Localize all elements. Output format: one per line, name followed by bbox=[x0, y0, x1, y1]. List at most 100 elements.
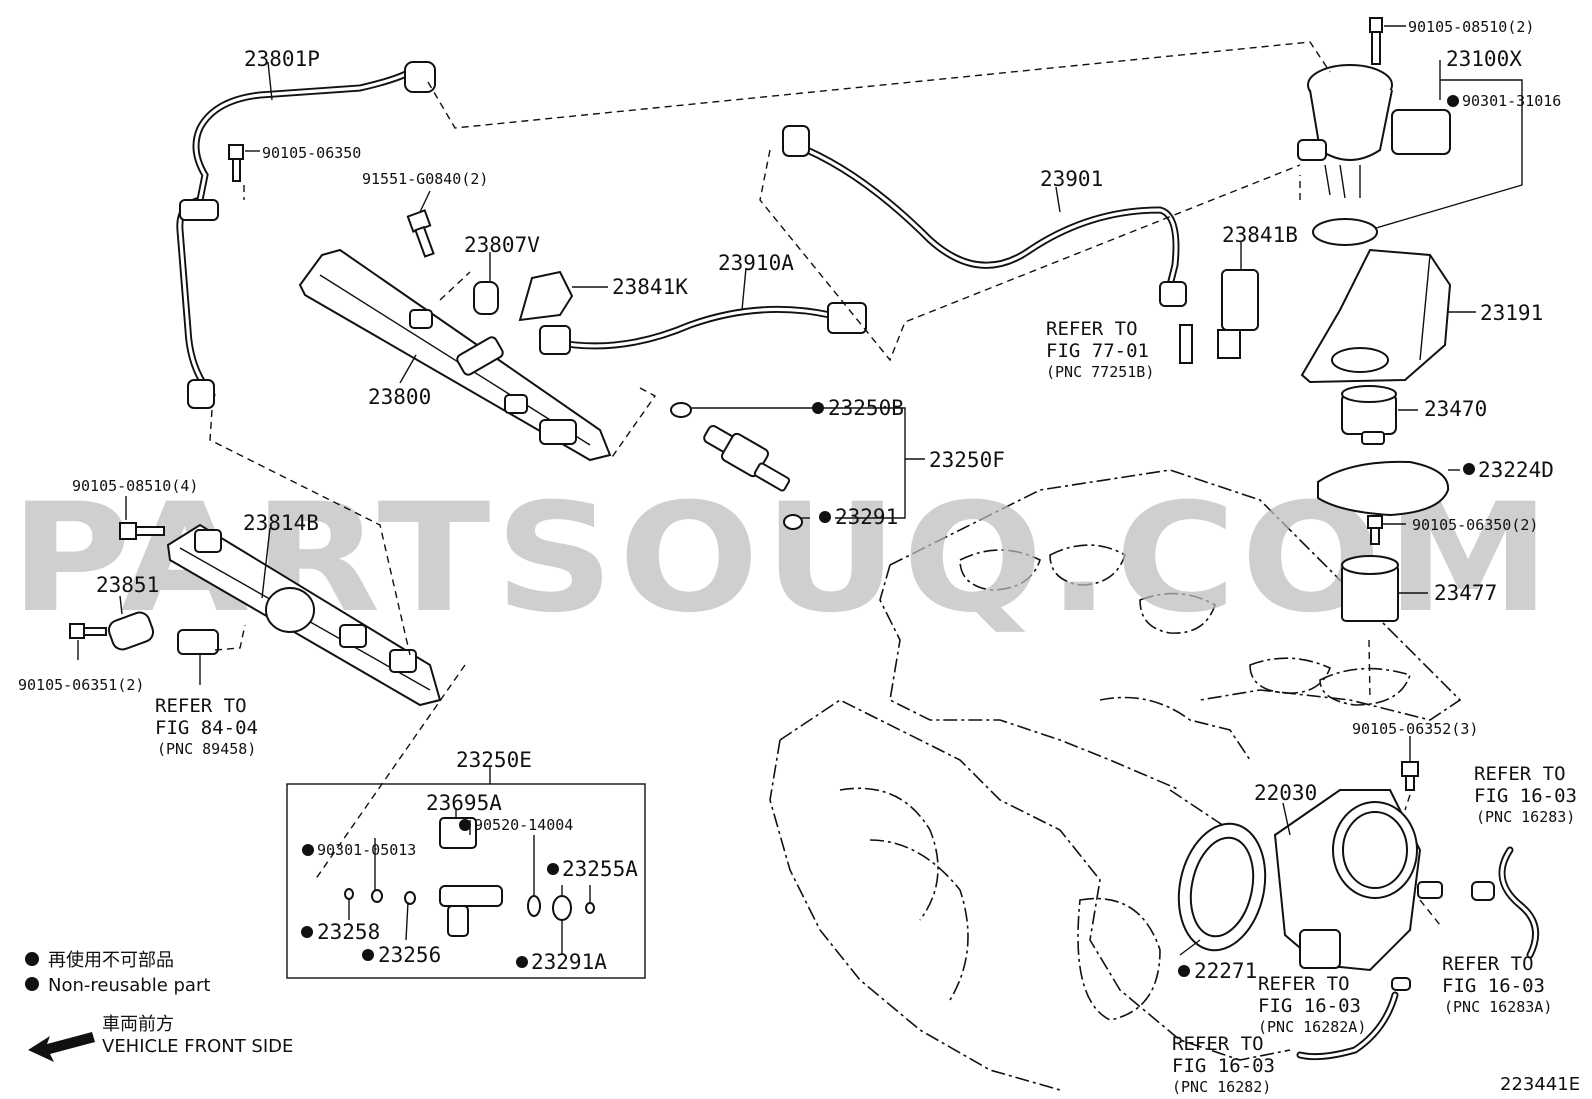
diagram-id: 223441E bbox=[1500, 1074, 1580, 1095]
front-en: VEHICLE FRONT SIDE bbox=[102, 1036, 293, 1057]
svg-text:REFER TO: REFER TO bbox=[1474, 763, 1566, 785]
svg-text:(PNC 77251B): (PNC 77251B) bbox=[1046, 363, 1154, 381]
svg-text:(PNC 16282A): (PNC 16282A) bbox=[1258, 1018, 1366, 1036]
kit-box-23250E bbox=[286, 783, 646, 979]
label-23250F[interactable]: 23250F bbox=[929, 448, 1005, 472]
label-23807V[interactable]: 23807V bbox=[464, 233, 540, 257]
svg-text:(PNC 16283A): (PNC 16283A) bbox=[1444, 998, 1552, 1016]
label-90301-05013[interactable]: 90301-05013 bbox=[317, 841, 416, 859]
sleeve-23477 bbox=[1341, 555, 1399, 622]
non-reusable-marker bbox=[1178, 965, 1190, 977]
svg-text:FIG 77-01: FIG 77-01 bbox=[1046, 340, 1149, 362]
label-23100X[interactable]: 23100X bbox=[1446, 47, 1522, 71]
svg-text:FIG 84-04: FIG 84-04 bbox=[155, 717, 258, 739]
fuel-rail-23800 bbox=[298, 248, 612, 462]
svg-text:REFER TO: REFER TO bbox=[1046, 318, 1138, 340]
refer-fig-16-03-16283A[interactable]: REFER TO FIG 16-03 (PNC 16283A) bbox=[1442, 953, 1552, 1016]
bolt-90105-08510-4 bbox=[119, 522, 165, 540]
legend: 再使用不可部品 Non-reusable part bbox=[25, 950, 210, 996]
label-90105-06351-2[interactable]: 90105-06351(2) bbox=[18, 676, 144, 694]
legend-dot bbox=[25, 952, 39, 966]
svg-text:(PNC 16283): (PNC 16283) bbox=[1476, 808, 1575, 826]
clamp-23841B bbox=[1217, 269, 1259, 359]
bolt-90105-06351-2 bbox=[69, 623, 107, 639]
label-90105-08510-2[interactable]: 90105-08510(2) bbox=[1408, 18, 1534, 36]
refer-fig-16-03-16282[interactable]: REFER TO FIG 16-03 (PNC 16282) bbox=[1172, 1033, 1275, 1096]
label-23255A[interactable]: 23255A bbox=[562, 857, 638, 881]
label-90301-31016[interactable]: 90301-31016 bbox=[1462, 92, 1561, 110]
bracket-23191 bbox=[1300, 248, 1452, 384]
svg-text:REFER TO: REFER TO bbox=[1172, 1033, 1264, 1055]
label-90520-14004[interactable]: 90520-14004 bbox=[474, 816, 573, 834]
label-90105-06350-2[interactable]: 90105-06350(2) bbox=[1412, 516, 1538, 534]
throttle-body-22030 bbox=[1273, 789, 1443, 972]
non-reusable-marker bbox=[812, 402, 824, 414]
label-23477[interactable]: 23477 bbox=[1434, 581, 1497, 605]
label-23291[interactable]: 23291 bbox=[835, 505, 898, 529]
label-23910A[interactable]: 23910A bbox=[718, 251, 794, 275]
non-reusable-marker bbox=[516, 956, 528, 968]
fuel-pressure-sensor bbox=[177, 629, 219, 655]
leader-lines bbox=[77, 25, 1523, 956]
label-90105-06350[interactable]: 90105-06350 bbox=[262, 144, 361, 162]
non-reusable-marker bbox=[819, 511, 831, 523]
label-23841K[interactable]: 23841K bbox=[612, 275, 688, 299]
refer-fig-16-03-16283[interactable]: REFER TO FIG 16-03 (PNC 16283) bbox=[1474, 763, 1577, 826]
legend-en: Non-reusable part bbox=[48, 975, 210, 996]
clip-23841K bbox=[518, 270, 574, 322]
label-23191[interactable]: 23191 bbox=[1480, 301, 1543, 325]
svg-text:FIG 16-03: FIG 16-03 bbox=[1172, 1055, 1275, 1077]
label-90105-08510-4[interactable]: 90105-08510(4) bbox=[72, 477, 198, 495]
kit-items-23250E bbox=[344, 817, 595, 937]
svg-text:(PNC 89458): (PNC 89458) bbox=[157, 740, 256, 758]
refer-fig-16-03-16282A[interactable]: REFER TO FIG 16-03 (PNC 16282A) bbox=[1258, 973, 1366, 1036]
bolt-91551-G0840 bbox=[406, 209, 435, 258]
fuel-pipe-23910A bbox=[539, 302, 867, 355]
label-90105-06352-3[interactable]: 90105-06352(3) bbox=[1352, 720, 1478, 738]
bolt-90105-06350-2 bbox=[1367, 515, 1383, 545]
vehicle-front-indicator: 車両前方 VEHICLE FRONT SIDE bbox=[28, 1014, 293, 1062]
non-reusable-marker bbox=[459, 819, 471, 831]
o-ring-90301-31016 bbox=[1312, 218, 1378, 246]
bolt-90105-06352-3 bbox=[1401, 761, 1419, 791]
svg-text:FIG 16-03: FIG 16-03 bbox=[1442, 975, 1545, 997]
tube-77251B bbox=[1179, 324, 1193, 364]
label-23695A[interactable]: 23695A bbox=[426, 791, 502, 815]
label-23801P[interactable]: 23801P bbox=[244, 47, 320, 71]
delivery-pipe-23814B bbox=[166, 523, 442, 707]
label-23470[interactable]: 23470 bbox=[1424, 397, 1487, 421]
refer-to-labels: REFER TO FIG 77-01 (PNC 77251B) REFER TO… bbox=[155, 318, 1577, 1096]
cover-23851 bbox=[107, 611, 155, 651]
label-22030[interactable]: 22030 bbox=[1254, 781, 1317, 805]
injector-23250F bbox=[670, 402, 803, 530]
label-23224D[interactable]: 23224D bbox=[1478, 458, 1554, 482]
part-labels: 23801P 90105-06350 91551-G0840(2) 23807V… bbox=[18, 18, 1561, 983]
label-23291A[interactable]: 23291A bbox=[531, 950, 607, 974]
refer-fig-77-01[interactable]: REFER TO FIG 77-01 (PNC 77251B) bbox=[1046, 318, 1154, 381]
non-reusable-marker bbox=[302, 844, 314, 856]
gasket-22271 bbox=[1177, 822, 1267, 952]
legend-dot bbox=[25, 977, 39, 991]
svg-text:REFER TO: REFER TO bbox=[1258, 973, 1350, 995]
label-23800[interactable]: 23800 bbox=[368, 385, 431, 409]
svg-text:REFER TO: REFER TO bbox=[155, 695, 247, 717]
non-reusable-marker bbox=[1447, 95, 1459, 107]
refer-fig-84-04[interactable]: REFER TO FIG 84-04 (PNC 89458) bbox=[155, 695, 258, 758]
label-23901[interactable]: 23901 bbox=[1040, 167, 1103, 191]
label-23250E[interactable]: 23250E bbox=[456, 748, 532, 772]
fuel-pump-23100X bbox=[1297, 17, 1451, 199]
label-23851[interactable]: 23851 bbox=[96, 573, 159, 597]
svg-text:FIG 16-03: FIG 16-03 bbox=[1258, 995, 1361, 1017]
label-91551-G0840[interactable]: 91551-G0840(2) bbox=[362, 170, 488, 188]
non-reusable-marker bbox=[362, 949, 374, 961]
label-23841B[interactable]: 23841B bbox=[1222, 223, 1298, 247]
label-23258[interactable]: 23258 bbox=[317, 920, 380, 944]
label-23256[interactable]: 23256 bbox=[378, 943, 441, 967]
label-23814B[interactable]: 23814B bbox=[243, 511, 319, 535]
front-jp: 車両前方 bbox=[102, 1014, 174, 1035]
lifter-23470 bbox=[1341, 385, 1397, 445]
label-23250B[interactable]: 23250B bbox=[828, 396, 904, 420]
label-22271[interactable]: 22271 bbox=[1194, 959, 1257, 983]
non-reusable-marker bbox=[301, 926, 313, 938]
